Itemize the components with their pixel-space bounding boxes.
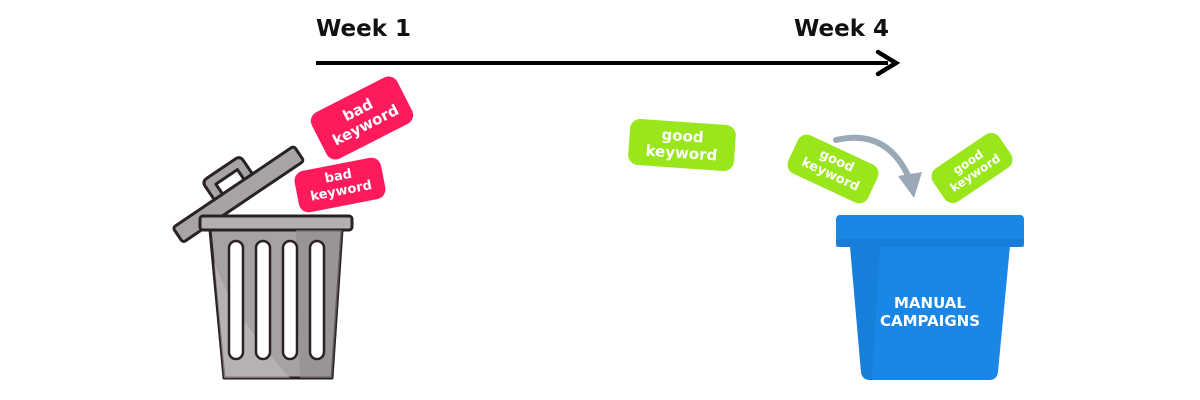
week-start-label: Week 1 <box>316 16 412 42</box>
bucket-label: MANUAL CAMPAIGNS <box>879 294 981 330</box>
week-end-label: Week 4 <box>794 16 890 42</box>
